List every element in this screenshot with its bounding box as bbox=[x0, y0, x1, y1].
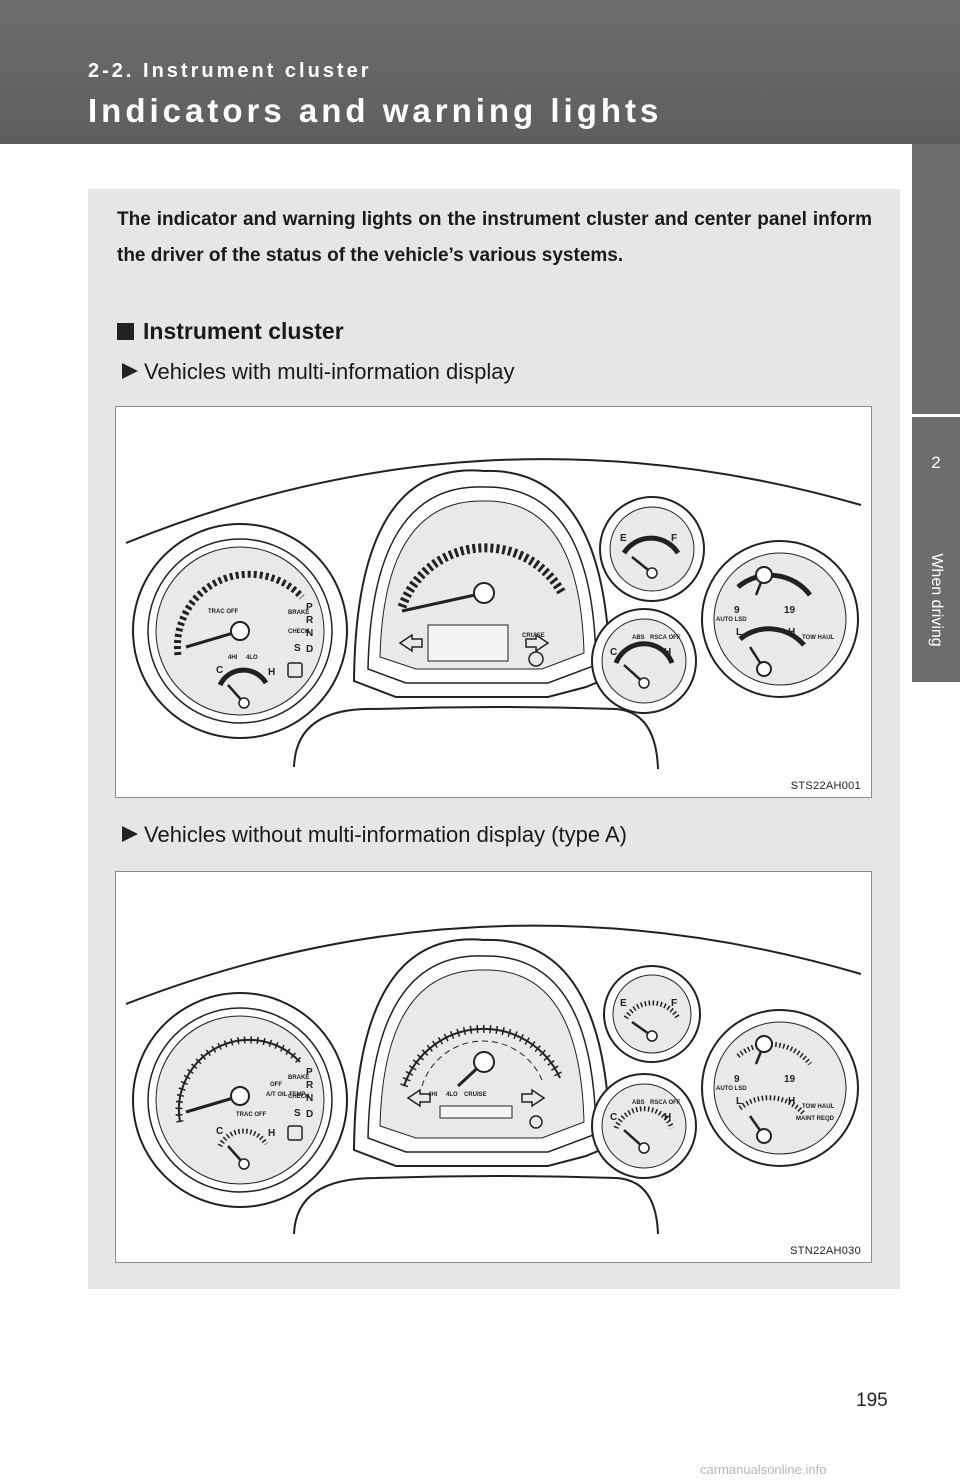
speedometer-gauge: 4HI 4LO CRUISE bbox=[352, 938, 612, 1167]
watermark: carmanualsonline.info bbox=[700, 1462, 827, 1477]
subheading-text: Instrument cluster bbox=[143, 318, 344, 344]
triangle-bullet-icon bbox=[122, 363, 138, 379]
engine-temp-gauge: ABS RSCA OFF C H bbox=[591, 608, 697, 714]
page-number: 195 bbox=[856, 1390, 888, 1411]
check-label: CHECK bbox=[288, 1094, 310, 1100]
volt-low-label: 9 bbox=[734, 1074, 740, 1085]
engine-temp-gauge: ABS RSCA OFF C H bbox=[591, 1073, 697, 1179]
instrument-cluster-illustration: OFF BRAKE CHECK A/T OIL TEMP TRAC OFF P … bbox=[125, 924, 862, 1235]
cruise-label: CRUISE bbox=[464, 1092, 487, 1098]
page-header: 2-2. Instrument cluster Indicators and w… bbox=[0, 0, 960, 144]
volt-low-label: 9 bbox=[734, 605, 740, 616]
auto-lsd-label: AUTO LSD bbox=[716, 617, 747, 623]
fuel-empty-label: E bbox=[620, 533, 627, 544]
chapter-number-tab: 2 bbox=[912, 414, 960, 518]
check-label: CHECK bbox=[288, 629, 310, 635]
rsca-off-label: RSCA OFF bbox=[650, 1100, 681, 1106]
brake-label: BRAKE bbox=[288, 610, 309, 616]
instrument-cluster-illustration: TRAC OFF BRAKE CHECK P R N D S 4HI 4LO C… bbox=[125, 458, 862, 770]
four-hi-label: 4HI bbox=[428, 1092, 438, 1098]
section-label: 2-2. Instrument cluster bbox=[88, 60, 372, 82]
tachometer-gauge: OFF BRAKE CHECK A/T OIL TEMP TRAC OFF P … bbox=[132, 992, 348, 1208]
at-oil-temp-label: A/T OIL TEMP bbox=[266, 1092, 306, 1098]
volt-high-label: 19 bbox=[784, 1074, 796, 1085]
oil-high-label: H bbox=[788, 1096, 795, 1107]
temp-hot-label: H bbox=[268, 1128, 275, 1139]
gear-p-label: P bbox=[306, 1067, 313, 1078]
tachometer-gauge: TRAC OFF BRAKE CHECK P R N D S 4HI 4LO C… bbox=[132, 523, 348, 739]
oil-low-label: L bbox=[736, 627, 742, 638]
trac-off-label: TRAC OFF bbox=[208, 609, 239, 615]
oil-voltage-gauge: 9 19 AUTO LSD L H TOW HAUL MAINT REQD bbox=[701, 1009, 859, 1167]
dashboard-outline bbox=[125, 924, 862, 1005]
rsca-off-label: RSCA OFF bbox=[650, 635, 681, 641]
square-bullet-icon bbox=[117, 323, 134, 340]
trac-off-label: TRAC OFF bbox=[236, 1112, 267, 1118]
instrument-cluster-figure-1: TRAC OFF BRAKE CHECK P R N D S 4HI 4LO C… bbox=[115, 406, 872, 798]
triangle-bullet-icon bbox=[122, 826, 138, 842]
figure-caption-text: Vehicles without multi-information displ… bbox=[144, 822, 627, 847]
instrument-cluster-figure-2: OFF BRAKE CHECK A/T OIL TEMP TRAC OFF P … bbox=[115, 871, 872, 1263]
brake-label: BRAKE bbox=[288, 1075, 309, 1081]
engine-temp-cold-label: C bbox=[610, 1112, 617, 1123]
temp-cold-label: C bbox=[216, 1126, 223, 1137]
abs-label: ABS bbox=[632, 635, 645, 641]
oil-voltage-gauge: 9 19 AUTO LSD L H TOW HAUL bbox=[701, 540, 859, 698]
intro-paragraph: The indicator and warning lights on the … bbox=[117, 209, 872, 266]
engine-temp-cold-label: C bbox=[610, 647, 617, 658]
gear-s-label: S bbox=[294, 643, 301, 654]
four-lo-label: 4LO bbox=[446, 1092, 458, 1098]
chapter-tab-top bbox=[912, 144, 960, 414]
cruise-label: CRUISE bbox=[522, 633, 545, 639]
gear-r-label: R bbox=[306, 615, 314, 626]
chapter-title-tab: When driving bbox=[912, 518, 960, 682]
steering-column-outline bbox=[293, 706, 659, 770]
dashboard-outline bbox=[125, 458, 862, 544]
gear-r-label: R bbox=[306, 1080, 314, 1091]
fuel-empty-label: E bbox=[620, 998, 627, 1009]
temp-hot-label: H bbox=[268, 667, 275, 678]
fuel-full-label: F bbox=[671, 533, 677, 544]
maint-reqd-label: MAINT REQD bbox=[796, 1116, 835, 1122]
chapter-title: When driving bbox=[928, 553, 945, 647]
fuel-full-label: F bbox=[671, 998, 677, 1009]
gear-d-label: D bbox=[306, 1109, 313, 1120]
figure-code: STS22AH001 bbox=[790, 780, 861, 792]
tow-haul-label: TOW HAUL bbox=[802, 635, 835, 641]
chapter-number: 2 bbox=[931, 453, 941, 472]
fuel-gauge: E F bbox=[599, 496, 705, 602]
figure-caption-2: Vehicles without multi-information displ… bbox=[122, 822, 627, 848]
subheading: Instrument cluster bbox=[117, 318, 344, 345]
gear-d-label: D bbox=[306, 644, 313, 655]
four-hi-label: 4HI bbox=[228, 655, 238, 661]
oil-low-label: L bbox=[736, 1096, 742, 1107]
figure-caption-1: Vehicles with multi-information display bbox=[122, 359, 515, 385]
fuel-gauge: E F bbox=[603, 965, 701, 1063]
gear-n-label: N bbox=[306, 628, 313, 639]
four-lo-label: 4LO bbox=[246, 655, 258, 661]
figure-code: STN22AH030 bbox=[790, 1245, 861, 1257]
page-title: Indicators and warning lights bbox=[88, 92, 663, 129]
off-label: OFF bbox=[270, 1082, 282, 1088]
figure-caption-text: Vehicles with multi-information display bbox=[144, 359, 515, 384]
gear-p-label: P bbox=[306, 602, 313, 613]
chapter-tab: 2 When driving bbox=[912, 0, 960, 1484]
tow-haul-label: TOW HAUL bbox=[802, 1104, 835, 1110]
steering-column-outline bbox=[293, 1175, 659, 1235]
abs-label: ABS bbox=[632, 1100, 645, 1106]
temp-cold-label: C bbox=[216, 665, 223, 676]
auto-lsd-label: AUTO LSD bbox=[716, 1086, 747, 1092]
gear-s-label: S bbox=[294, 1108, 301, 1119]
volt-high-label: 19 bbox=[784, 605, 796, 616]
speedometer-gauge: CRUISE bbox=[352, 469, 612, 698]
gear-n-label: N bbox=[306, 1093, 313, 1104]
